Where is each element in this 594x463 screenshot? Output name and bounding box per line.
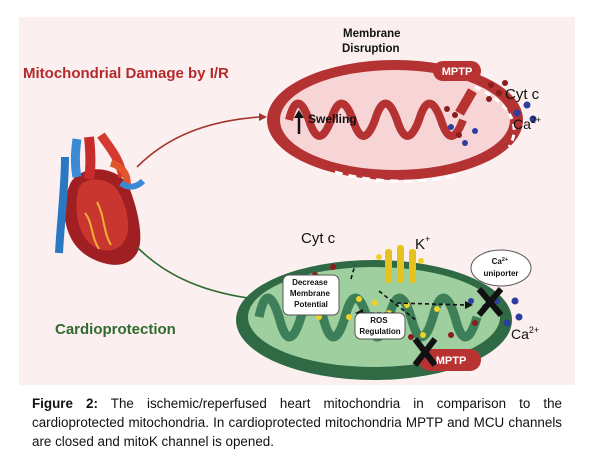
svg-text:Ca2+ uniporter: Ca2+ uniporter bbox=[483, 254, 518, 278]
decrease-membrane-potential-box: Decrease Membrane Potential bbox=[282, 274, 340, 316]
ca-uniporter: Ca2+ uniporter bbox=[468, 249, 532, 327]
damaged-mitochondrion bbox=[267, 60, 523, 183]
membrane-disruption-label: Membrane Disruption bbox=[342, 28, 404, 55]
k-bottom-label: K+ bbox=[415, 234, 430, 253]
figure-panel: Mitochondrial Damage by I/R Cardioprotec… bbox=[19, 17, 575, 385]
svg-text:Swelling: Swelling bbox=[308, 112, 357, 126]
heart-illustration bbox=[55, 132, 146, 265]
mptp-top: MPTP bbox=[433, 61, 481, 116]
ca-top-label: Ca2+ bbox=[513, 115, 541, 132]
svg-text:Decrease Membrane: Decrease Membrane Potential bbox=[290, 278, 332, 309]
caption-label: Figure 2: bbox=[32, 396, 98, 411]
cytc-bottom-label: Cyt c bbox=[301, 230, 336, 247]
caption-text: The ischemic/reperfused heart mitochondr… bbox=[32, 396, 563, 449]
damage-title: Mitochondrial Damage by I/R bbox=[23, 65, 229, 82]
ros-regulation-box: ROS Regulation bbox=[354, 312, 406, 340]
blocked-x-icon bbox=[476, 287, 504, 317]
blocked-x-icon bbox=[412, 337, 438, 367]
cytc-top-label: Cyt c bbox=[505, 86, 540, 103]
cardio-title: Cardioprotection bbox=[55, 321, 176, 338]
svg-text:MPTP: MPTP bbox=[436, 355, 467, 367]
figure-illustration: Mitochondrial Damage by I/R Cardioprotec… bbox=[23, 28, 541, 380]
figure-caption: Figure 2: The ischemic/reperfused heart … bbox=[32, 394, 562, 451]
arrow-to-damage bbox=[136, 116, 260, 168]
mitok-channel bbox=[376, 245, 424, 283]
arrow-to-protection bbox=[136, 246, 256, 300]
ca-bottom-label: Ca2+ bbox=[511, 325, 539, 342]
svg-text:MPTP: MPTP bbox=[442, 66, 473, 78]
swelling-label: Swelling bbox=[294, 110, 357, 134]
svg-text:ROS Regulation: ROS Regulation bbox=[359, 316, 400, 336]
released-ions-top bbox=[444, 80, 537, 146]
mptp-bottom: MPTP bbox=[412, 337, 481, 371]
